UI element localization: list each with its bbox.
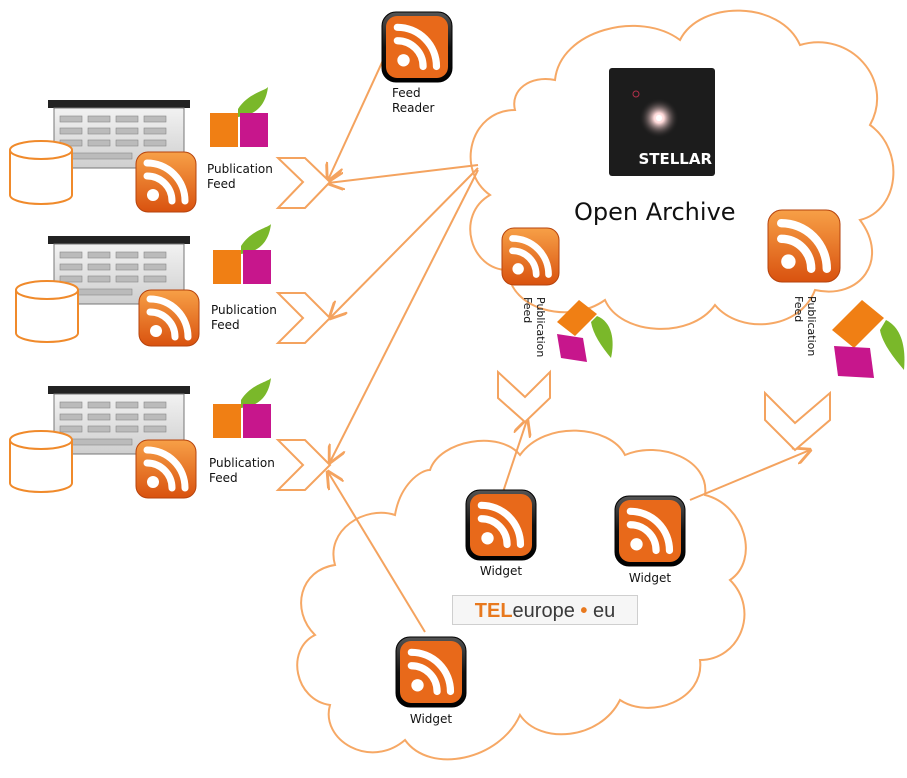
widget-rss-icon: [614, 495, 686, 567]
database-icon: [9, 430, 73, 493]
publication-cube-icon: [213, 378, 271, 438]
connection-arrows: [328, 44, 810, 633]
feed-reader-label: Feed Reader: [392, 86, 435, 115]
tel-europe-logo: TELeurope • eu: [452, 595, 638, 625]
publication-feed-label: Publication Feed: [207, 162, 273, 191]
rss-icon: [135, 439, 197, 499]
publication-feed-vertical-label: Publication Feed: [521, 297, 547, 358]
rss-icon: [767, 209, 841, 283]
stellar-logo-text: STELLAR: [638, 150, 712, 168]
widget-rss-icon: [465, 489, 537, 561]
widget-label: Widget: [628, 571, 672, 585]
rss-icon: [501, 227, 560, 286]
publication-cube-icon: [832, 300, 905, 378]
publication-cube-icon: [213, 224, 271, 284]
publication-cube-icon: [210, 87, 268, 147]
stellar-logo: [609, 68, 715, 176]
database-icon: [9, 140, 73, 205]
widget-rss-icon: [395, 636, 467, 708]
rss-icon: [138, 289, 200, 347]
publication-feed-label: Publication Feed: [209, 456, 275, 485]
publication-cube-icon: [557, 300, 613, 362]
publication-feed-label: Publication Feed: [211, 303, 277, 332]
widget-label: Widget: [409, 712, 453, 726]
feed-chevrons: [275, 157, 831, 491]
server-icon: [48, 386, 190, 455]
feed-reader-rss-icon: [381, 11, 453, 83]
publication-feed-vertical-label: Publication Feed: [792, 296, 818, 357]
open-archive-title: Open Archive: [574, 198, 736, 226]
database-icon: [15, 280, 79, 343]
widget-label: Widget: [479, 564, 523, 578]
rss-icon: [135, 151, 197, 213]
